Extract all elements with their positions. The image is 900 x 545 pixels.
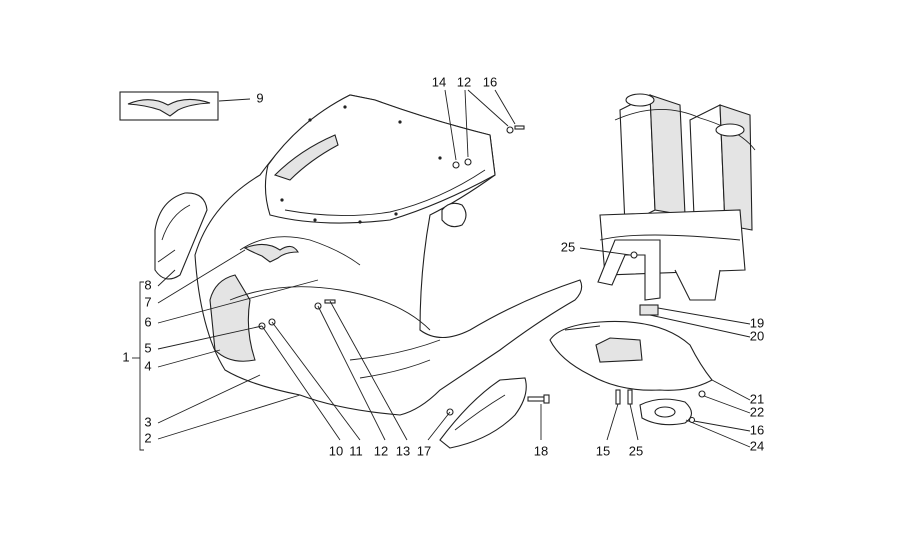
callout-label-c11: 11 xyxy=(349,443,363,458)
callout-label-c19: 19 xyxy=(750,315,764,330)
mounting-plate-part xyxy=(639,398,693,426)
callout-label-c7: 7 xyxy=(144,294,151,309)
fasteners xyxy=(258,125,550,416)
callout-label-c12a: 12 xyxy=(374,443,388,458)
callout-label-c5: 5 xyxy=(144,340,151,355)
callout-label-c9: 9 xyxy=(256,90,263,105)
fork-assembly-part xyxy=(599,93,756,301)
tray-fasteners xyxy=(615,389,706,424)
callout-label-c21: 21 xyxy=(750,391,764,406)
callout-label-c16a: 16 xyxy=(483,74,497,89)
leader-lines xyxy=(132,89,751,451)
callout-label-c16b: 16 xyxy=(750,422,764,437)
side-panel-part xyxy=(154,192,208,280)
callout-label-c15: 15 xyxy=(596,443,610,458)
callout-label-c25b: 25 xyxy=(629,443,643,458)
callout-label-c22: 22 xyxy=(750,404,764,419)
front-fairing-part xyxy=(194,94,583,416)
callout-label-c14: 14 xyxy=(432,74,446,89)
callout-label-c12b: 12 xyxy=(457,74,471,89)
instrument-tray-part xyxy=(549,320,713,391)
bracket-part xyxy=(597,239,661,316)
eagle-decal-part xyxy=(119,91,219,121)
callout-label-c25a: 25 xyxy=(561,239,575,254)
leader-9 xyxy=(218,98,251,102)
callout-label-c3: 3 xyxy=(144,414,151,429)
callout-label-c6: 6 xyxy=(144,314,151,329)
callout-label-c20: 20 xyxy=(750,328,764,343)
callout-label-c1: 1 xyxy=(122,349,129,364)
belly-pan-part xyxy=(439,377,527,449)
callout-label-c24: 24 xyxy=(750,438,764,453)
callout-label-c18: 18 xyxy=(534,443,548,458)
callout-label-c8: 8 xyxy=(144,277,151,292)
callout-label-c17: 17 xyxy=(417,443,431,458)
callout-label-c10: 10 xyxy=(329,443,343,458)
callout-label-c13: 13 xyxy=(396,443,410,458)
callout-label-c4: 4 xyxy=(144,358,151,373)
callout-label-c2: 2 xyxy=(144,430,151,445)
